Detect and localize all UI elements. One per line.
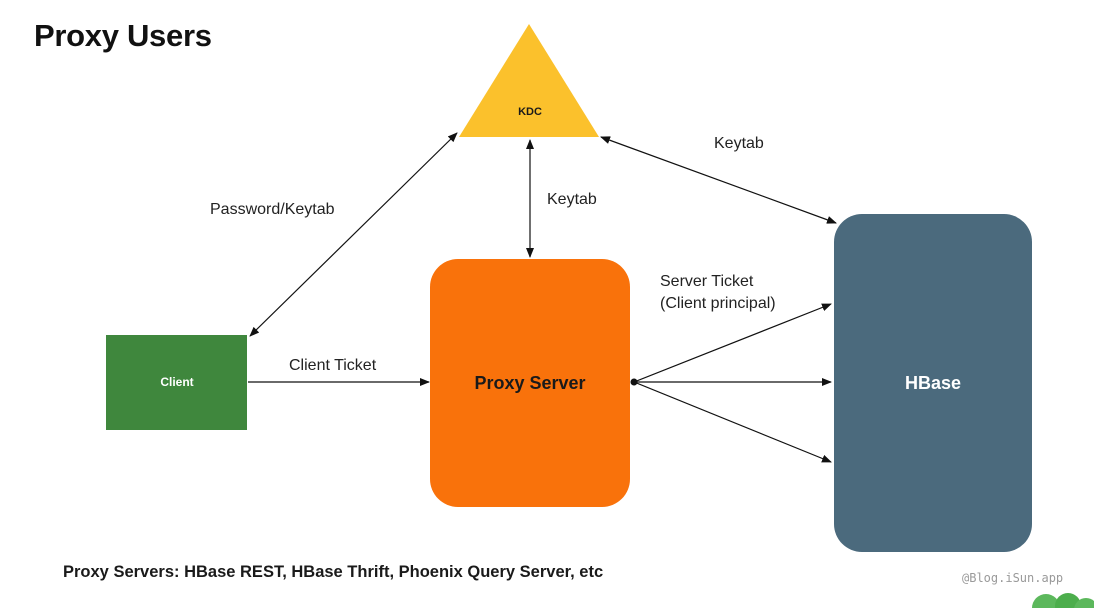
- client-label: Client: [160, 375, 193, 389]
- hbase-kdc-edge-label: Keytab: [714, 135, 764, 152]
- server-ticket-edge-label: Server Ticket: [660, 273, 754, 290]
- corner-logo-icon: [1032, 593, 1094, 608]
- kdc-label: KDC: [518, 106, 542, 118]
- kdc-node: [459, 24, 599, 137]
- client-proxy-edge-label: Client Ticket: [289, 357, 377, 374]
- client-kdc-edge-label: Password/Keytab: [210, 201, 335, 218]
- proxy-fanout-dot: [630, 378, 638, 386]
- client-node: [106, 335, 247, 430]
- hbase-label: HBase: [905, 373, 961, 393]
- proxy-hbase-upper-arrow: [633, 303, 832, 383]
- client-principal-edge-label: (Client principal): [660, 295, 776, 312]
- client-kdc-arrow: [249, 132, 458, 337]
- proxy-server-label: Proxy Server: [474, 373, 585, 393]
- hbase-node: [834, 214, 1032, 552]
- proxy-hbase-lower-arrow: [633, 381, 832, 463]
- proxy-servers-note: Proxy Servers: HBase REST, HBase Thrift,…: [63, 563, 604, 581]
- slide-title: Proxy Users: [34, 18, 212, 53]
- blog-watermark: @Blog.iSun.app: [962, 571, 1064, 585]
- hbase-kdc-arrow: [600, 136, 837, 224]
- proxy-server-node: [430, 259, 630, 507]
- proxy-kdc-edge-label: Keytab: [547, 191, 597, 208]
